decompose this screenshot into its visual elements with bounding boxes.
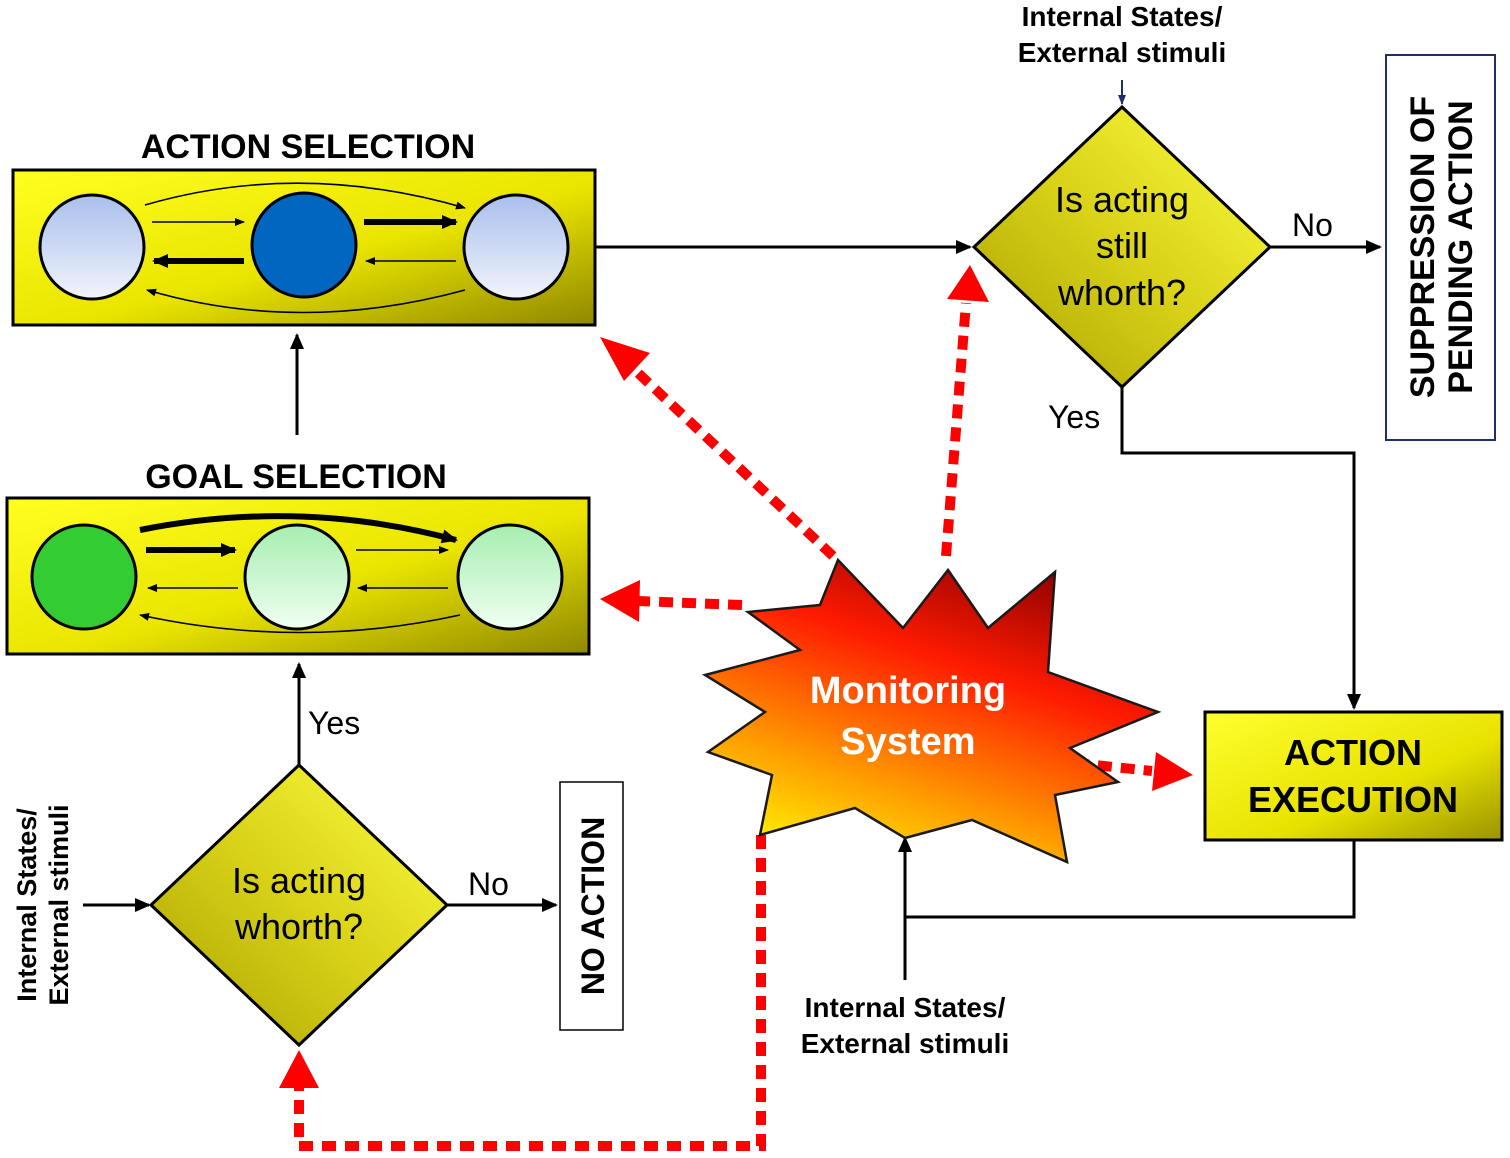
action-loop-arc-bottom — [146, 288, 466, 314]
action-node-1[interactable] — [38, 193, 146, 301]
execution-feedback-path — [905, 840, 1356, 919]
feedback-to-decision-continue-head — [947, 265, 989, 302]
suppression-box[interactable] — [1385, 54, 1496, 441]
goal-selection-title: GOAL SELECTION — [145, 458, 447, 496]
feedback-to-action-selection-head — [600, 337, 650, 381]
decision-start-yes-label: Yes — [308, 705, 360, 741]
left-input-line-1: Internal States/ — [12, 808, 42, 1002]
feedback-to-action-selection-line — [633, 368, 837, 560]
left-input-line-2: External stimuli — [44, 804, 74, 1005]
decision-continue-line-3: whorth? — [1057, 272, 1186, 313]
suppression-line-2: PENDING ACTION — [1442, 100, 1480, 393]
decision-start-no-label: No — [468, 866, 509, 902]
suppression-group: SUPPRESSION OF PENDING ACTION — [1385, 54, 1496, 441]
action-node-2-active[interactable] — [250, 191, 358, 299]
goal-node-2[interactable] — [243, 523, 351, 631]
decision-start-line-2: whorth? — [234, 906, 363, 947]
no-action-label: NO ACTION — [575, 817, 611, 995]
decision-continue-group: Internal States/ External stimuli Is act… — [971, 1, 1382, 710]
decision-continue-yes-label: Yes — [1048, 399, 1100, 435]
decision-start-line-1: Is acting — [232, 860, 366, 901]
monitoring-line-1: Monitoring — [810, 670, 1006, 712]
action-loop-arc-top — [144, 182, 466, 210]
feedback-to-decision-start-line — [294, 835, 766, 1151]
no-action-group: NO ACTION — [559, 781, 624, 1031]
goal-loop-arc-top — [139, 513, 458, 544]
decision-continue-yes-path — [1120, 387, 1361, 710]
feedback-to-action-execution-head — [1152, 752, 1193, 791]
goal-node-1-active[interactable] — [30, 523, 138, 631]
feedback-to-decision-start-head — [279, 1050, 319, 1088]
goal-selection-group: GOAL SELECTION — [5, 458, 591, 656]
monitoring-system-group: Monitoring System — [701, 557, 1162, 865]
feedback-to-goal-selection-head — [600, 580, 640, 622]
top-input-line-2: External stimuli — [1018, 37, 1227, 68]
action-execution-line-1: ACTION — [1284, 732, 1422, 773]
left-input-label: Internal States/ External stimuli — [12, 804, 74, 1005]
goal-node-3[interactable] — [456, 523, 564, 631]
goal-loop-arc-bottom — [139, 613, 461, 634]
monitoring-starburst[interactable] — [701, 557, 1162, 865]
monitoring-line-2: System — [840, 721, 975, 763]
decision-start-group: Is acting whorth? Yes No — [83, 662, 558, 1048]
action-execution-box[interactable] — [1203, 710, 1504, 842]
action-execution-line-2: EXECUTION — [1248, 779, 1458, 820]
action-selection-group: ACTION SELECTION — [11, 128, 597, 327]
action-selection-title: ACTION SELECTION — [141, 128, 475, 166]
decision-continue-no-label: No — [1292, 207, 1333, 243]
no-action-box[interactable] — [559, 781, 624, 1031]
feedback-to-goal-selection-line — [637, 596, 743, 610]
decision-continue-line-1: Is acting — [1055, 179, 1189, 220]
bottom-input-line-2: External stimuli — [801, 1028, 1010, 1059]
bottom-input-line-1: Internal States/ — [805, 992, 1006, 1023]
decision-continue-line-2: still — [1096, 225, 1148, 266]
top-input-line-1: Internal States/ — [1022, 1, 1223, 32]
action-node-3[interactable] — [462, 193, 570, 301]
decision-start-diamond[interactable] — [148, 762, 450, 1048]
feedback-to-decision-continue-line — [941, 302, 971, 557]
suppression-line-1: SUPPRESSION OF — [1404, 96, 1442, 398]
action-execution-group: ACTION EXECUTION — [905, 710, 1504, 919]
